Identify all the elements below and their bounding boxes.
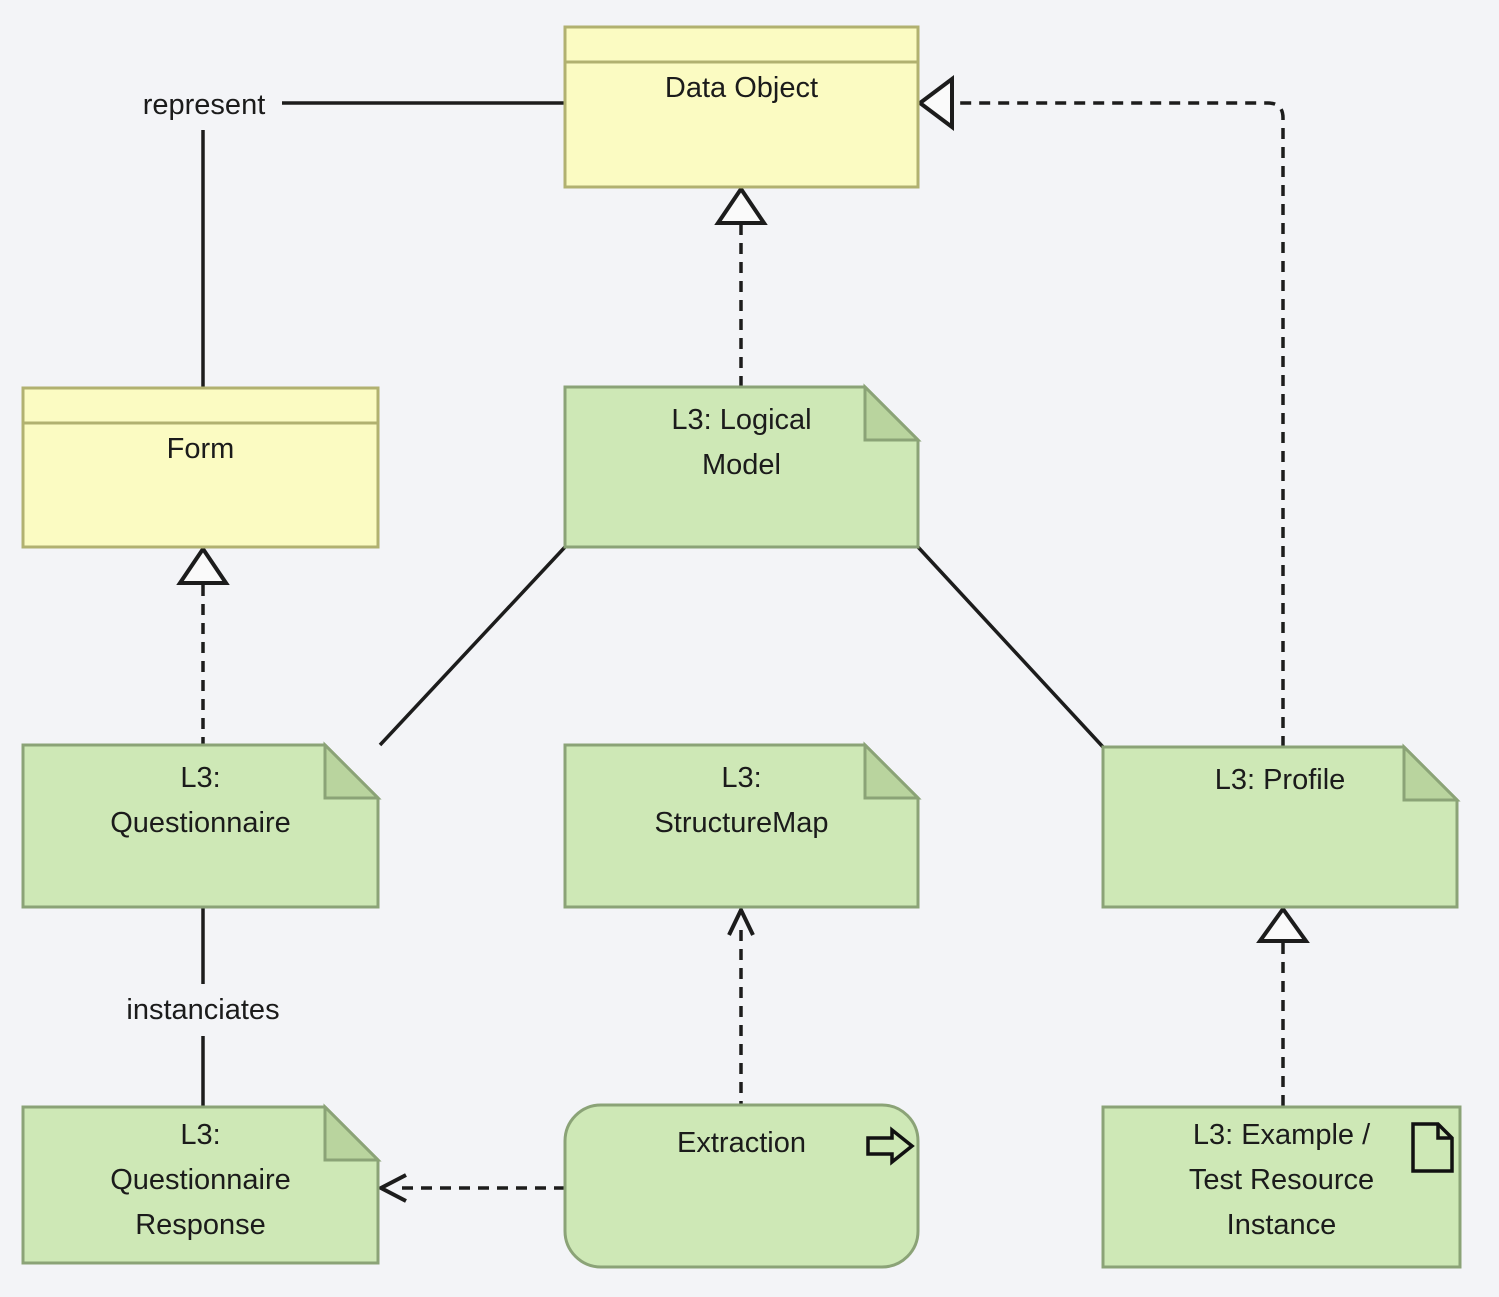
node-label-questionnaire: L3: Questionnaire (110, 762, 291, 839)
node-label-profile: L3: Profile (1214, 764, 1346, 796)
node-label-structure-map: L3: StructureMap (654, 762, 829, 839)
node-label-logical-model: L3: Logical Model (671, 404, 812, 481)
generalization-triangle-profile (1256, 905, 1310, 943)
node-data-object[interactable] (563, 25, 920, 189)
node-form[interactable] (21, 386, 380, 549)
generalization-triangle-dataobject (714, 185, 768, 225)
node-structure-map[interactable] (563, 741, 922, 909)
open-arrowhead-structuremap (727, 905, 755, 936)
node-label-form: Form (166, 433, 235, 465)
node-label-example-instance: L3: Example / Test Resource Instance (1188, 1119, 1375, 1241)
note-fold-icon (323, 1103, 382, 1162)
edge-label-represent: represent (142, 89, 266, 121)
node-profile[interactable] (1101, 743, 1461, 909)
node-questionnaire[interactable] (21, 741, 382, 909)
generalization-triangle-dataobject-right (916, 75, 954, 131)
document-icon (1411, 1122, 1454, 1173)
note-fold-icon (323, 741, 382, 800)
process-arrow-icon (866, 1126, 915, 1166)
node-example-instance[interactable] (1101, 1105, 1462, 1269)
edge-logicalmodel-profile (916, 545, 1105, 749)
node-label-questionnaire-response: L3: Questionnaire Response (110, 1119, 291, 1241)
edge-logicalmodel-questionnaire (378, 545, 567, 747)
note-fold-icon (863, 383, 922, 442)
node-extraction[interactable] (563, 1103, 920, 1269)
open-arrowhead-questionnaireresponse (376, 1173, 407, 1203)
edge-profile-dataobject (954, 101, 1285, 747)
note-fold-icon (863, 741, 922, 800)
node-logical-model[interactable] (563, 383, 922, 549)
edge-label-instanciates: instanciates (126, 994, 280, 1026)
generalization-triangle-form (176, 545, 230, 585)
node-label-extraction: Extraction (677, 1127, 806, 1159)
note-fold-icon (1402, 743, 1461, 802)
node-label-data-object: Data Object (664, 72, 819, 104)
node-questionnaire-response[interactable] (21, 1103, 382, 1265)
